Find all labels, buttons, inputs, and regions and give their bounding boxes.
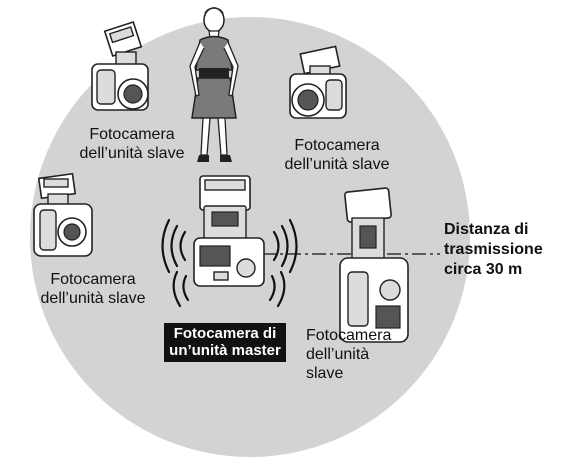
label-slave-top-left: Fotocamera dell’unità slave (62, 125, 202, 163)
transmission-range-disc (30, 17, 470, 457)
label-line: Fotocamera di (173, 325, 277, 342)
label-slave-bottom-right: Fotocamera dell’unità slave (296, 326, 410, 383)
label-slave-mid-left: Fotocamera dell’unità slave (22, 270, 164, 308)
distance-label: Distanza di trasmissione circa 30 m (444, 220, 562, 280)
distance-line-text: circa 30 m (444, 261, 523, 278)
slave-camera-top-left (91, 20, 149, 111)
subject-woman-figure (189, 7, 239, 162)
distance-line-text: trasmissione (444, 241, 543, 258)
label-line: dell’unità slave (284, 156, 390, 173)
distance-line-text: Distanza di (444, 221, 529, 238)
label-master-camera: Fotocamera di un’unità master (164, 323, 286, 362)
label-slave-top-right: Fotocamera dell’unità slave (266, 136, 408, 174)
master-signal-waves (161, 218, 298, 308)
label-line: Fotocamera (294, 137, 380, 154)
label-line: Fotocamera (89, 126, 175, 143)
label-line: dell’unità slave (40, 290, 146, 307)
label-line: un’unità master (169, 342, 281, 359)
label-line: Fotocamera (50, 271, 136, 288)
label-line: Fotocamera (306, 327, 392, 344)
slave-camera-mid-left (33, 172, 93, 257)
label-line: slave (306, 365, 344, 382)
slave-camera-top-right (289, 45, 347, 119)
label-line: dell’unità slave (79, 145, 185, 162)
slave-camera-bottom-right (339, 187, 409, 343)
master-camera (193, 175, 265, 287)
label-line: dell’unità (306, 346, 370, 363)
